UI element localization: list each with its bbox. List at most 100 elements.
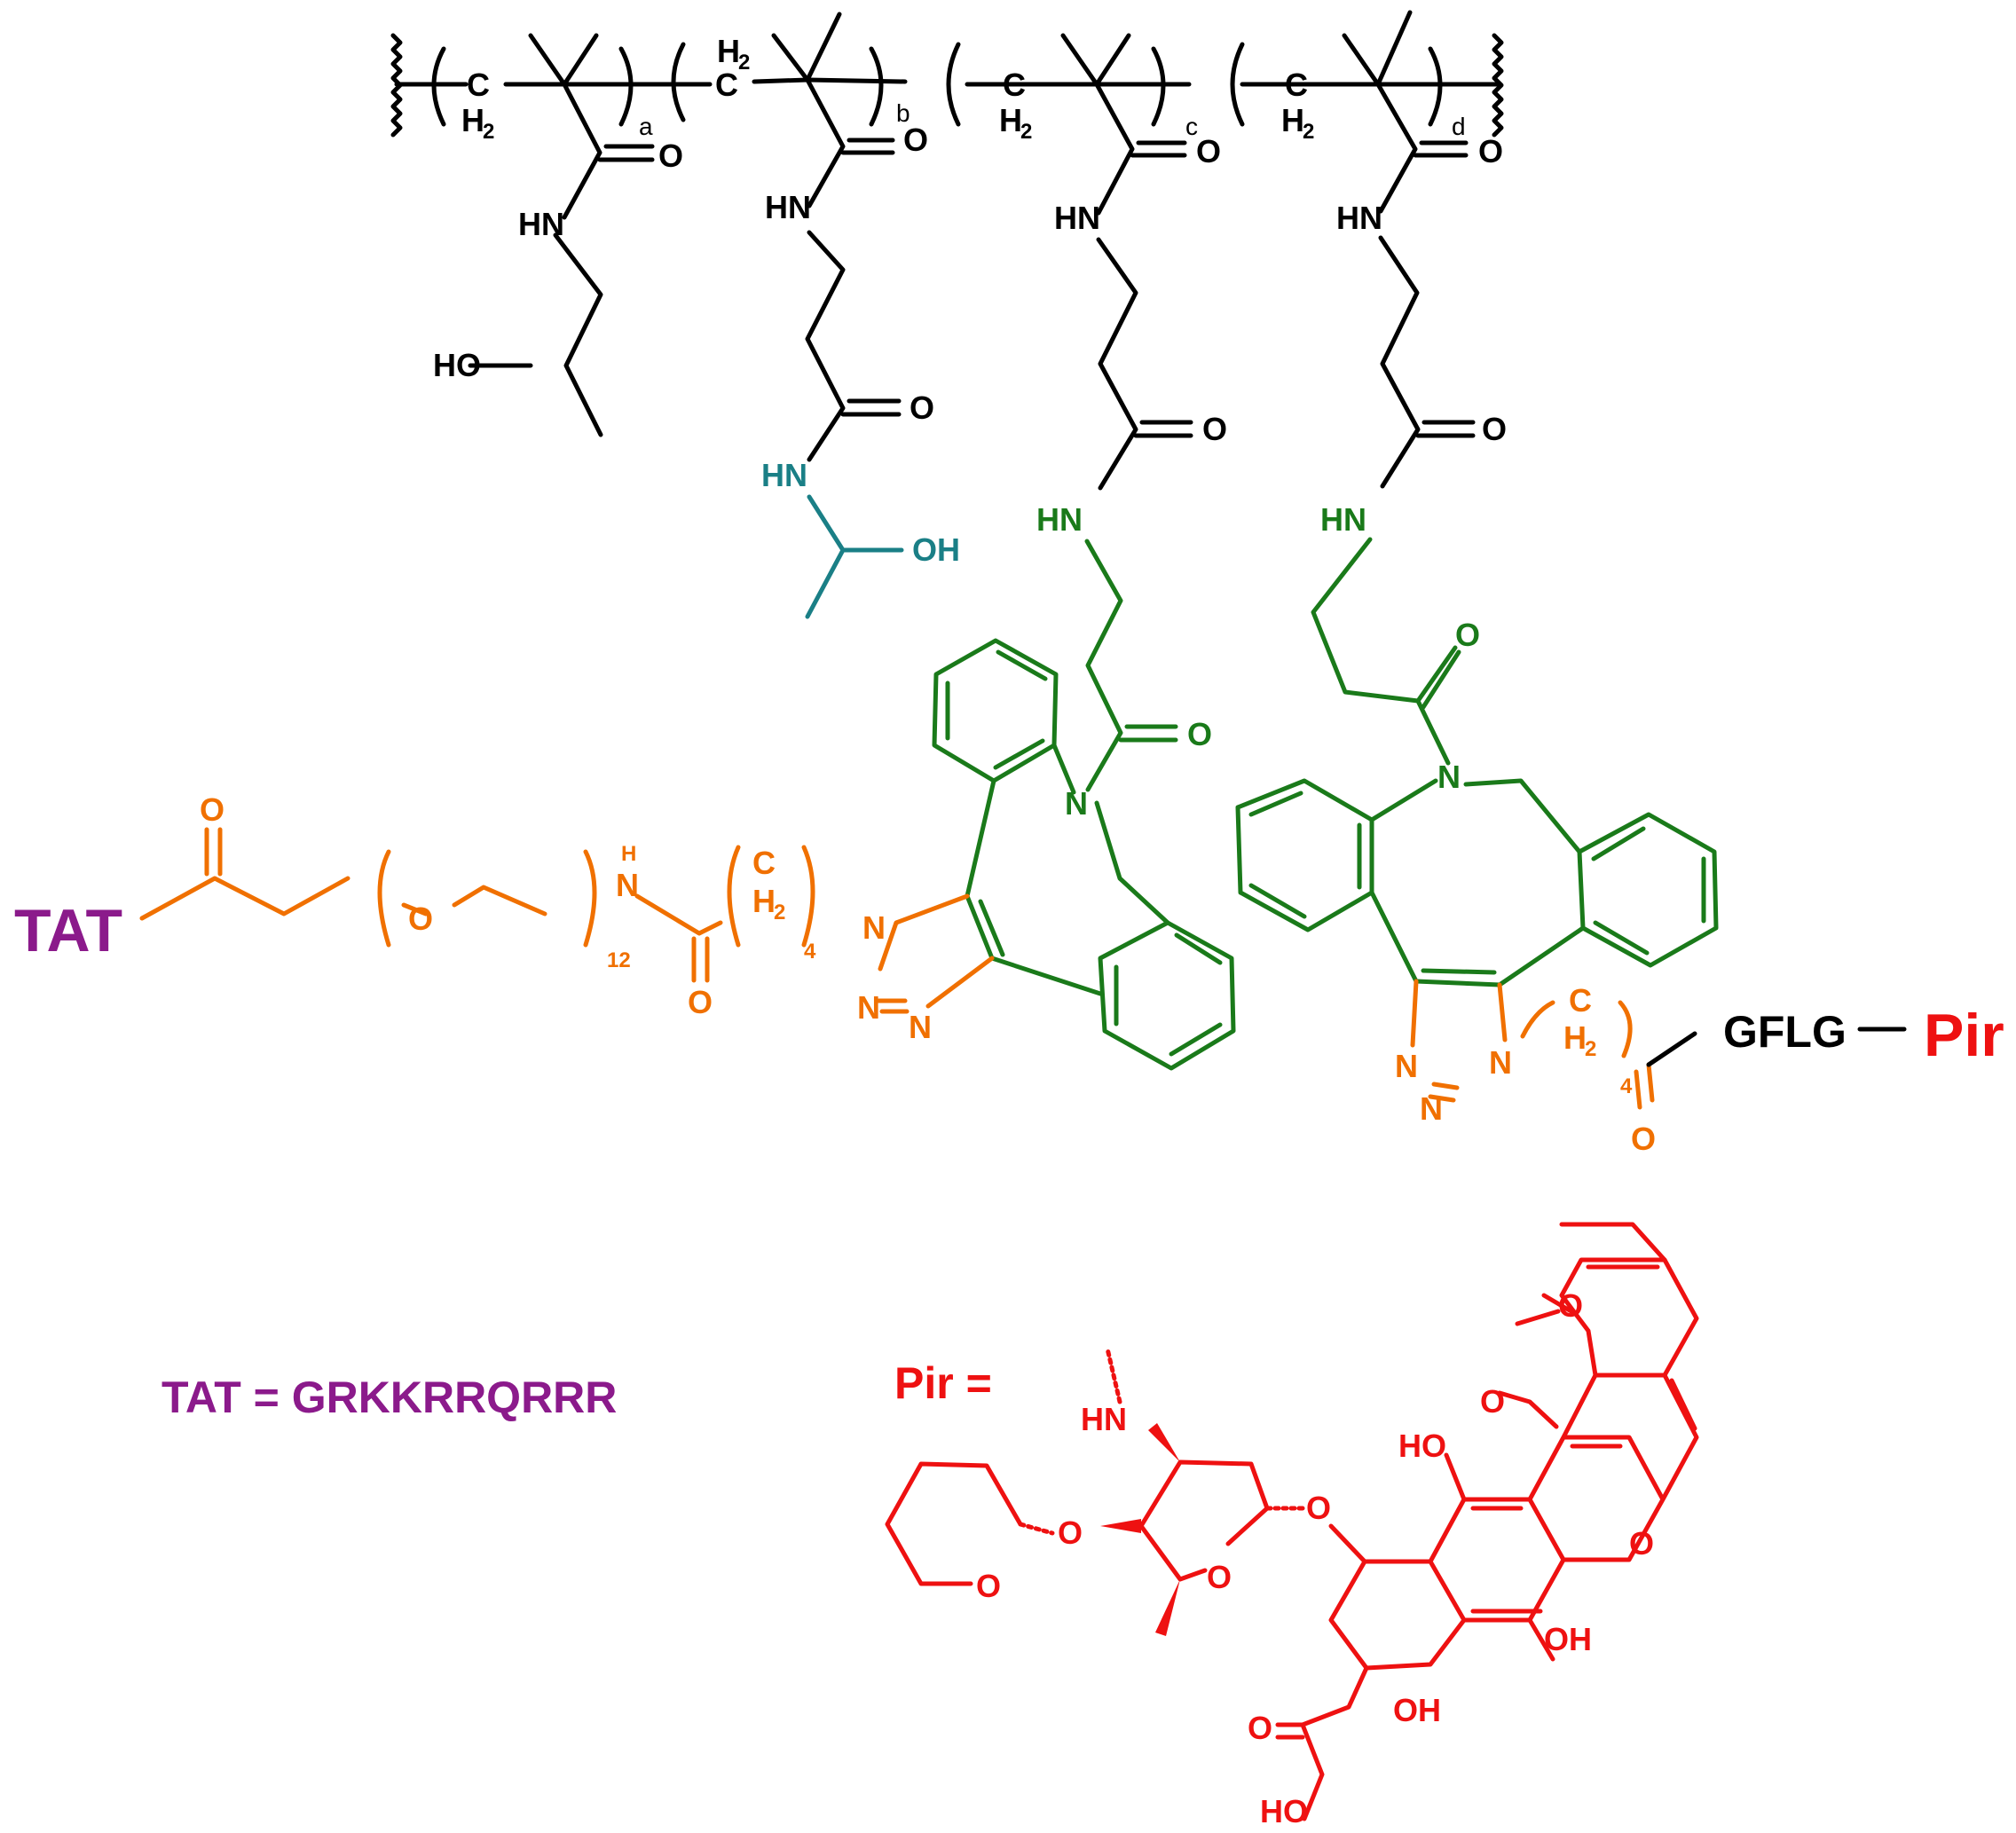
terminal-hydroxyl: HO — [1260, 1793, 1308, 1829]
dbco-nitrogen-d: N — [1437, 759, 1461, 795]
peg-repeat-12: 12 — [607, 948, 631, 972]
triazole-c: N N N — [857, 893, 995, 1045]
peg-oxygen: O — [408, 901, 433, 937]
amide-hn-c2: HN — [1036, 501, 1083, 538]
thp-ring-bonds — [885, 1461, 1023, 1586]
triazole-c-n2: N — [857, 989, 880, 1026]
sugar-ring-bonds — [1138, 1459, 1270, 1582]
hydroxyacetyl-bonds — [1275, 1665, 1369, 1821]
triazole-c-bonds — [876, 893, 995, 1014]
triazole-d: N N N — [1395, 979, 1512, 1127]
methyl-a — [528, 33, 599, 87]
side-chain-d: O HN O HN O N — [1311, 82, 1507, 795]
side-chain-c-linker-bonds — [1084, 539, 1178, 792]
oxygen-a1: O — [658, 138, 683, 174]
quinone-oxygen-1: O — [1480, 1383, 1505, 1420]
oxygen-d3: O — [1455, 617, 1480, 653]
ch2-b-c: C — [715, 67, 738, 103]
ch2-c-c: C — [1003, 67, 1026, 103]
tat-peg-linker-bonds — [139, 827, 723, 983]
thp-ring-oxygen: O — [976, 1568, 1001, 1604]
ch2-c-h: H — [999, 102, 1022, 138]
dbco-unit-c — [932, 638, 1236, 1071]
gflg-linker-black-bonds — [1646, 1027, 1907, 1067]
ch2-d-c: C — [1285, 67, 1308, 103]
side-chain-a-bonds — [468, 82, 655, 437]
repeat-subscript-c: c — [1185, 113, 1198, 140]
gflg-pir-linker: C H 2 4 O GFLG Pir — [1520, 982, 2004, 1157]
repeat-subscript-b: b — [896, 99, 910, 127]
phenol-oh-1: HO — [1398, 1428, 1446, 1464]
tat-peg-linker-parens — [377, 845, 815, 948]
repeat-subscript-d: d — [1452, 113, 1466, 140]
sugar-amine: HN — [1081, 1401, 1127, 1437]
amide-hn-d2: HN — [1320, 501, 1366, 538]
repeat-subscript-a: a — [639, 113, 653, 140]
ch2-a-2: 2 — [483, 120, 494, 144]
ch2-d-2: 2 — [1303, 120, 1314, 144]
triazole-d-n2: N — [1420, 1090, 1443, 1127]
ch2-b-2: 2 — [738, 51, 750, 75]
anthraquinone-ring-bonds — [1559, 1257, 1699, 1378]
side-chain-b-bonds — [805, 77, 902, 462]
paren-unit-a — [431, 46, 634, 127]
ch2-b-h: H — [717, 33, 740, 69]
triazole-d-n3: N — [1489, 1044, 1512, 1081]
methyl-d — [1342, 10, 1413, 87]
pir-label: Pir — [1924, 1002, 2004, 1069]
triazole-c-n3: N — [909, 1009, 932, 1045]
phenol-oh-2: OH — [1544, 1621, 1592, 1657]
amide-h-linker: H — [621, 842, 636, 866]
hydroxyl-oh-b: OH — [912, 531, 960, 568]
hydroxyl-ho-a: HO — [433, 347, 481, 383]
tat-peg-linker: O O 12 N H O C H 2 4 TAT — [14, 791, 816, 1020]
amide-hn-c1: HN — [1054, 200, 1100, 236]
amide-hn-a: HN — [518, 206, 564, 242]
side-chain-c-bonds — [1094, 82, 1193, 491]
sugar-wedge-methyl — [1155, 1579, 1180, 1636]
ch2-a-c: C — [467, 67, 490, 103]
oxygen-b1: O — [903, 122, 928, 158]
sugar-hashed-bonds — [1105, 1346, 1305, 1511]
gflg-label: GFLG — [1723, 1007, 1847, 1057]
methoxy-methyl — [1515, 1309, 1561, 1326]
dbco-c-ring-lower — [1098, 920, 1236, 1071]
sugar-wedge-n — [1148, 1423, 1180, 1462]
dbco-d-bridge — [1369, 778, 1586, 987]
linker-oxygen-2: O — [688, 984, 713, 1020]
linker-repeat-4: 4 — [804, 940, 816, 964]
oxygen-c1: O — [1196, 133, 1221, 169]
dbco-c-ring-upper — [932, 638, 1059, 783]
aglycone-ring-bonds — [1328, 1373, 1699, 1671]
dbco-c-bridge — [965, 743, 1170, 996]
aglycone-substituent-bonds — [1444, 1222, 1667, 1662]
ch2-a-h: H — [461, 102, 484, 138]
triazole-c-n1: N — [862, 909, 886, 946]
paren-unit-d — [1230, 42, 1443, 127]
gflg-oxygen: O — [1631, 1121, 1656, 1157]
side-chain-a: O HN HO — [433, 82, 683, 437]
thp-hashed-bond — [1018, 1522, 1055, 1536]
methyl-c — [1060, 33, 1131, 87]
ketone-oxygen: O — [1248, 1710, 1272, 1746]
linker-ch2-h: H — [752, 883, 776, 919]
side-chain-b-terminal-bonds — [805, 494, 904, 619]
oxygen-d2: O — [1482, 411, 1507, 447]
side-chain-b: O HN O HN OH — [761, 77, 960, 619]
backbone-end-right — [1492, 33, 1504, 138]
gflg-ch2-h: H — [1563, 1019, 1587, 1056]
ch2-d-h: H — [1281, 102, 1304, 138]
oxygen-b2: O — [910, 389, 934, 426]
quinone-oxygen-2: O — [1629, 1525, 1654, 1562]
tertiary-oh: OH — [1393, 1692, 1441, 1728]
oxygen-c3: O — [1187, 716, 1212, 752]
dbco-d-ring-right — [1577, 812, 1719, 968]
amide-hn-b2: HN — [761, 457, 807, 493]
amide-hn-d1: HN — [1336, 200, 1382, 236]
triazole-d-bonds — [1410, 979, 1508, 1103]
dbco-unit-d — [1235, 778, 1719, 987]
dbco-nitrogen-c: N — [1065, 785, 1088, 822]
side-chain-d-bonds — [1375, 82, 1476, 489]
pir-definition: Pir = — [894, 1358, 992, 1408]
